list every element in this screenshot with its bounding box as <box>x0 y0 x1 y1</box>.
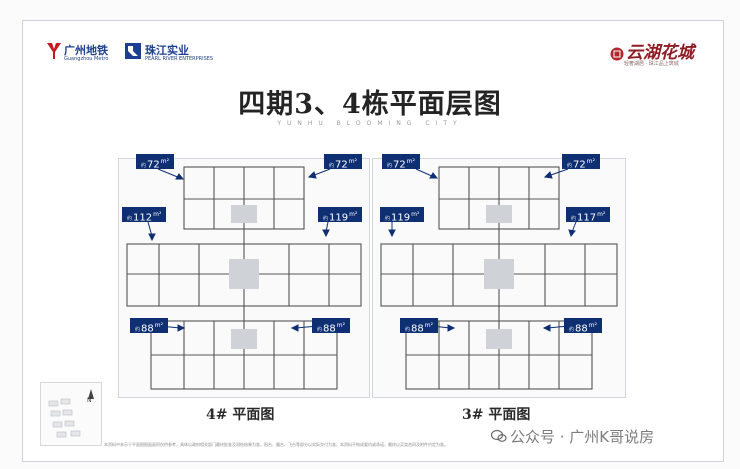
project-logo: 云湖花城 <box>626 43 694 63</box>
floor-plan-4-drawing <box>126 166 362 390</box>
wechat-icon <box>490 428 507 442</box>
compass-north-label: N <box>87 397 92 404</box>
unit-area-tag: 约88m² <box>312 318 350 334</box>
unit-area-tag: 约88m² <box>564 318 602 334</box>
page-title: 四期3、4栋平面层图 <box>238 89 502 120</box>
floor-plan-3 <box>372 158 626 398</box>
unit-area-tag: 约72m² <box>562 154 600 170</box>
unit-area-tag: 约88m² <box>400 318 438 334</box>
floor-plan-4-label: 4# 平面图 <box>206 407 275 423</box>
unit-area-tag: 约119m² <box>380 207 425 223</box>
disclaimer-text: 本资料中未示于平面图图面面积仅供参考，具体以政府相关部门最终批准及测绘结果为准，… <box>104 442 448 447</box>
unit-area-tag: 约72m² <box>324 154 362 170</box>
metro-logo-icon <box>46 42 62 60</box>
site-key-map: N <box>40 382 102 446</box>
floor-plan-3-drawing <box>380 166 618 390</box>
page-subtitle: YUNHU BLOOMING CITY <box>277 120 463 127</box>
metro-name: 广州地铁 <box>64 44 108 57</box>
partner-logo-icon <box>124 42 142 60</box>
floor-plan-3-label: 3# 平面图 <box>462 407 531 423</box>
unit-area-tag: 约72m² <box>136 154 174 170</box>
unit-area-tag: 约72m² <box>382 154 420 170</box>
unit-area-tag: 约117m² <box>566 207 611 223</box>
project-seal-icon <box>610 46 624 61</box>
unit-area-tag: 约88m² <box>130 318 168 334</box>
project-tagline: 轻奢湖居 · 珠江品上筑城 <box>624 61 679 67</box>
unit-area-tag: 约112m² <box>122 207 167 223</box>
floor-plan-4 <box>118 158 370 398</box>
partner-name: 珠江实业 <box>145 44 189 57</box>
unit-area-tag: 约119m² <box>318 207 363 223</box>
metro-name-en: Guangzhou Metro <box>64 56 109 62</box>
partner-name-en: PEARL RIVER ENTERPRISES <box>145 56 214 62</box>
watermark-text: 公众号 · 广州K哥说房 <box>510 428 655 446</box>
